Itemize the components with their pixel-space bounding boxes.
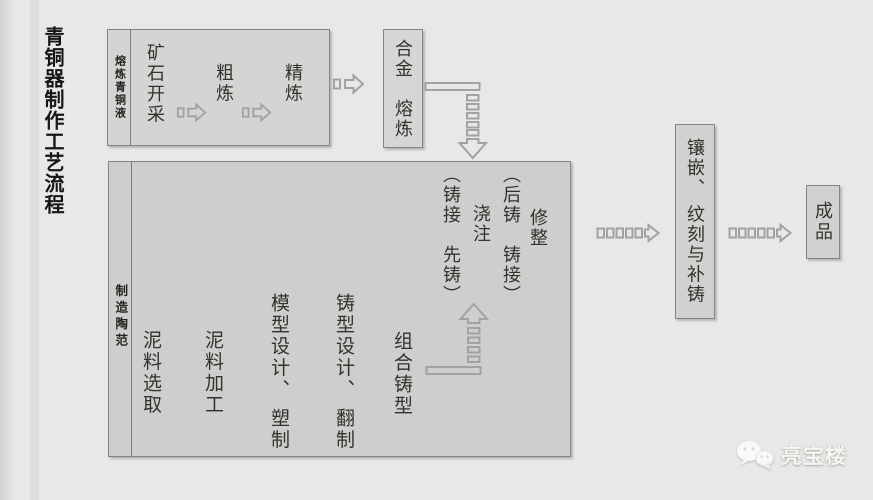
left-edge-shade <box>0 0 14 500</box>
alloy-smelting-label: 合金 熔炼 <box>393 38 413 139</box>
alloy-smelting-box: 合金 熔炼 <box>383 29 423 148</box>
final-product-label: 成品 <box>813 201 833 243</box>
mold-section-label-strip: 制造陶范 <box>109 162 132 456</box>
smelting-section-box: 熔炼青铜液 矿石开采 粗炼 精炼 <box>107 29 330 146</box>
step-assemble-mold: 组合铸型 <box>391 331 412 417</box>
finishing-box: 镶嵌、 纹刻与补铸 <box>675 124 715 319</box>
step-arrow-icon <box>332 71 366 97</box>
smelting-section-label-strip: 熔炼青铜液 <box>108 30 131 145</box>
dashed-flow-arrow-icon <box>596 221 660 245</box>
step-clay-selection: 泥料选取 <box>140 330 161 416</box>
watermark-text: 亮宝楼 <box>781 445 847 468</box>
elbow-down-arrow-icon <box>424 80 490 162</box>
alloy-smelting-label-wrap: 合金 熔炼 <box>384 30 422 147</box>
step-ore-mining: 矿石开采 <box>145 43 165 125</box>
dashed-flow-arrow-icon <box>728 221 792 245</box>
step-arrow-icon <box>241 101 273 124</box>
smelting-section-label: 熔炼青铜液 <box>113 55 126 120</box>
page-title: 青铜器制作工艺流程 <box>41 26 63 215</box>
step-pouring: 浇注 <box>471 204 491 244</box>
wechat-icon <box>736 440 774 470</box>
finishing-label: 镶嵌、 纹刻与补铸 <box>685 138 705 305</box>
step-cast-mold-design: 铸型设计、 翻制 <box>333 293 354 451</box>
final-product-box: 成品 <box>806 185 840 259</box>
mold-making-section-box: 制造陶范 泥料选取 泥料加工 模型设计、 塑制 铸型设计、 翻制 组合铸型 （铸… <box>108 161 571 457</box>
step-model-design: 模型设计、 塑制 <box>268 293 289 451</box>
elbow-up-arrow-icon <box>425 301 491 381</box>
note-cast-join-first: （铸接 先铸） <box>441 165 461 305</box>
step-rough-refining: 粗炼 <box>214 63 234 104</box>
left-accent-stripe <box>30 0 39 500</box>
mold-section-label: 制造陶范 <box>113 284 128 350</box>
finishing-label-wrap: 镶嵌、 纹刻与补铸 <box>676 125 714 318</box>
step-trimming: 修整 <box>528 208 548 248</box>
step-clay-processing: 泥料加工 <box>202 330 223 416</box>
step-fine-refining: 精炼 <box>283 63 303 104</box>
step-arrow-icon <box>176 101 208 124</box>
note-cast-later-join: （后铸 铸接） <box>501 165 521 305</box>
watermark: 亮宝楼 <box>736 438 847 472</box>
final-product-label-wrap: 成品 <box>807 186 839 258</box>
